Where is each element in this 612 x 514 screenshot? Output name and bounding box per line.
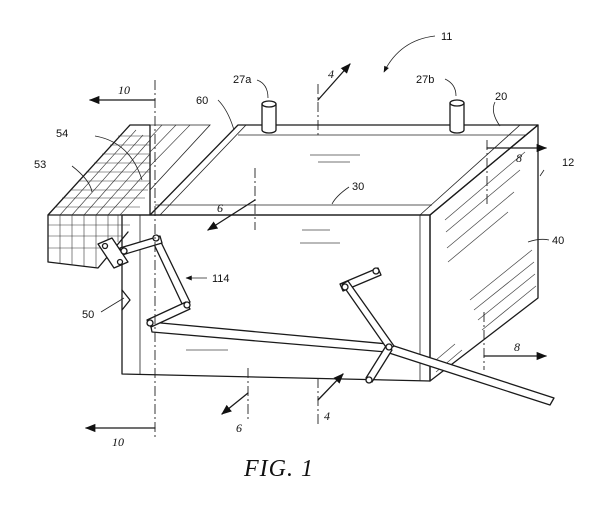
label-53: 53 (34, 159, 46, 171)
figure-caption: FIG. 1 (243, 456, 314, 482)
label-12: 12 (562, 157, 574, 169)
section-8-bottom: 8 (514, 340, 520, 354)
top-face (149, 124, 539, 216)
label-11: 11 (441, 31, 452, 43)
label-27b: 27b (416, 74, 434, 86)
label-27a: 27a (233, 74, 252, 86)
leader-lines (71, 35, 550, 313)
label-60: 60 (196, 95, 208, 107)
label-40: 40 (552, 235, 564, 247)
section-6-bottom: 6 (236, 421, 242, 435)
mesh-panel (47, 124, 211, 269)
box-body (121, 124, 539, 382)
linkage-114 (97, 234, 555, 406)
side-shading (186, 151, 537, 373)
label-50: 50 (82, 309, 94, 321)
label-114: 114 (212, 273, 230, 285)
section-8-top: 8 (516, 151, 522, 165)
labels: 11 27a 27b 20 60 12 54 53 30 40 114 50 4… (34, 31, 574, 482)
post-27a (261, 100, 277, 134)
section-4-top: 4 (328, 67, 334, 81)
label-54: 54 (56, 128, 68, 140)
post-27b (449, 99, 465, 134)
section-10-bottom: 10 (112, 435, 124, 449)
section-10-top: 10 (118, 83, 130, 97)
label-20: 20 (495, 91, 507, 103)
section-lines (84, 63, 548, 440)
label-30: 30 (352, 181, 364, 193)
section-6-top: 6 (217, 201, 223, 215)
section-4-bottom: 4 (324, 409, 330, 423)
